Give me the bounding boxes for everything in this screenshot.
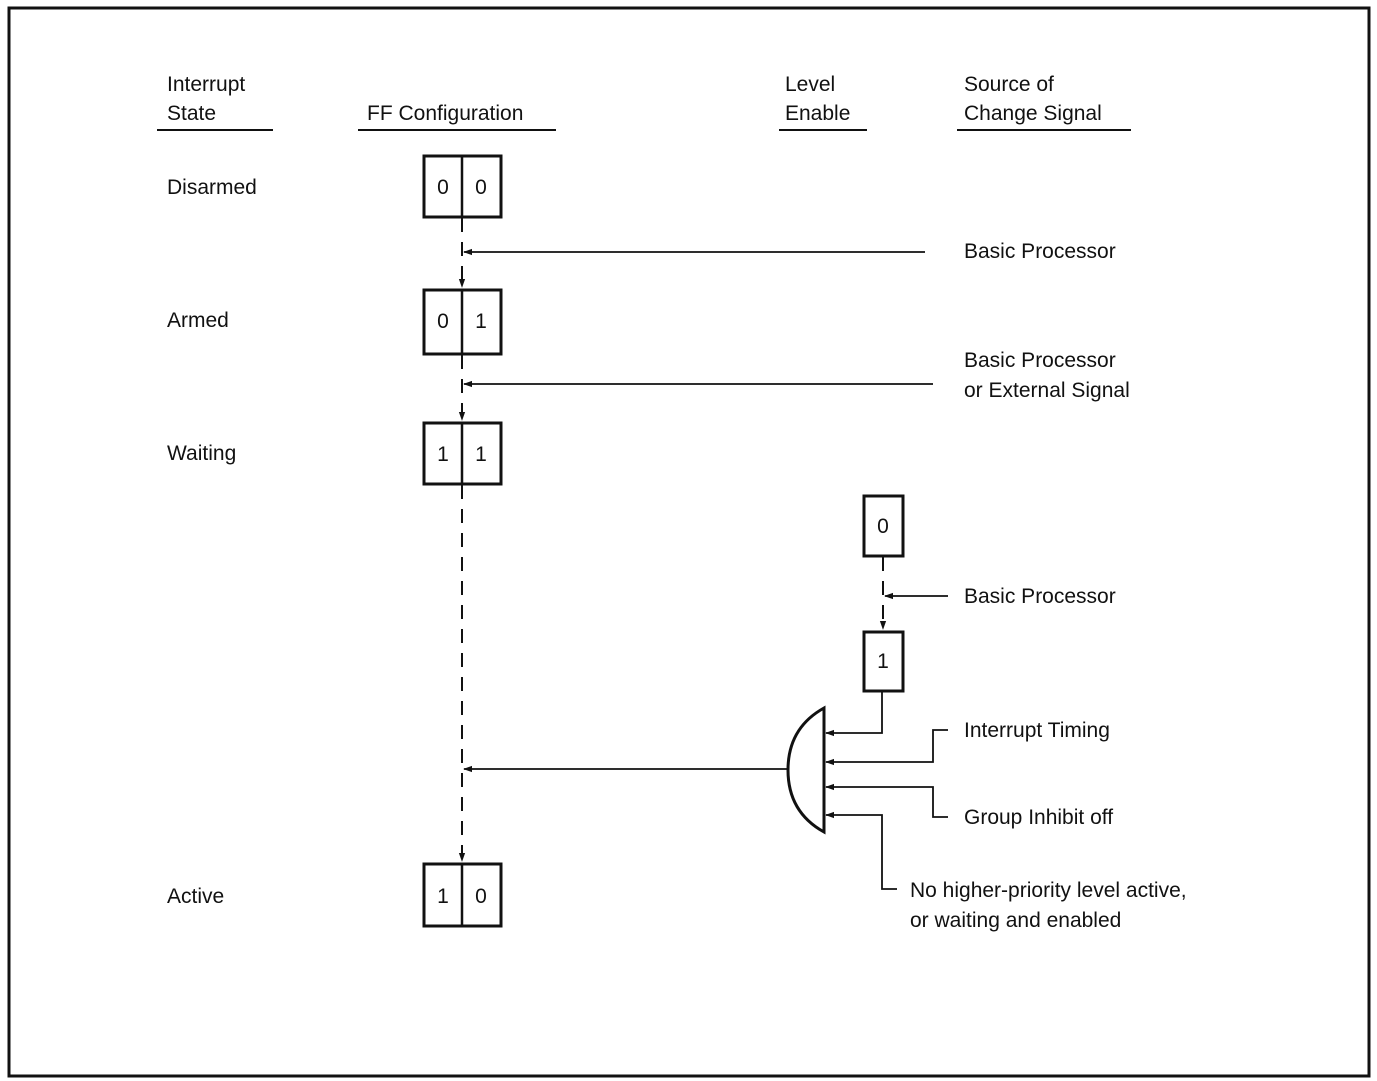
level-enable-bit: 1	[877, 650, 889, 673]
header-source: Source of Change Signal	[957, 73, 1131, 131]
header-interrupt-state-line-1: Interrupt	[167, 73, 245, 96]
header-ff-configuration: FF Configuration	[358, 102, 556, 131]
header-level-enable-line-1: Level	[785, 73, 835, 96]
ff-box-disarmed: 0 0	[422, 154, 503, 219]
level-enable-box-after: 1	[862, 630, 905, 693]
ff-box-armed: 0 1	[422, 288, 503, 356]
signal-label-to-waiting-line-1: Basic Processor	[964, 349, 1116, 372]
state-label-waiting: Waiting	[167, 442, 236, 465]
and-gate	[786, 705, 826, 835]
header-interrupt-state-line-2: State	[167, 102, 216, 125]
ff-bit-left: 1	[437, 885, 449, 908]
ff-bit-left: 1	[437, 443, 449, 466]
header-source-line-1: Source of	[964, 73, 1054, 96]
level-enable-box-outline	[862, 630, 905, 693]
header-level-enable: Level Enable	[779, 73, 867, 131]
ff-bit-right: 1	[475, 310, 487, 333]
ff-box-active: 1 0	[422, 862, 503, 928]
ff-bit-right: 1	[475, 443, 487, 466]
signal-label-no-higher-priority-line-1: No higher-priority level active,	[910, 879, 1187, 902]
header-source-line-2: Change Signal	[964, 102, 1102, 125]
signal-label-interrupt-timing: Interrupt Timing	[964, 719, 1110, 742]
state-label-disarmed: Disarmed	[167, 176, 257, 199]
gate-input-interrupt-timing	[825, 729, 948, 766]
level-enable-box-before: 0	[862, 494, 905, 558]
header-ff-configuration-line-1: FF Configuration	[367, 102, 523, 125]
ff-bit-right: 0	[475, 885, 487, 908]
ff-bit-left: 0	[437, 310, 449, 333]
state-label-armed: Armed	[167, 309, 229, 332]
state-label-active: Active	[167, 885, 224, 908]
gate-input-group-inhibit	[825, 783, 948, 818]
signal-label-to-enable: Basic Processor	[964, 585, 1116, 608]
gate-input-no-higher-priority	[825, 811, 897, 890]
signal-label-group-inhibit: Group Inhibit off	[964, 806, 1113, 829]
level-enable-box-outline	[862, 494, 905, 558]
signal-label-to-armed: Basic Processor	[964, 240, 1116, 263]
ff-bit-right: 0	[475, 176, 487, 199]
diagram-frame	[7, 6, 1371, 1078]
header-interrupt-state: Interrupt State	[157, 73, 273, 131]
level-enable-bit: 0	[877, 515, 889, 538]
gate-input-level-enable	[825, 692, 883, 737]
ff-bit-left: 0	[437, 176, 449, 199]
signal-label-no-higher-priority-line-2: or waiting and enabled	[910, 909, 1121, 932]
signal-label-to-waiting-line-2: or External Signal	[964, 379, 1130, 402]
ff-box-waiting: 1 1	[422, 421, 503, 486]
header-level-enable-line-2: Enable	[785, 102, 850, 125]
